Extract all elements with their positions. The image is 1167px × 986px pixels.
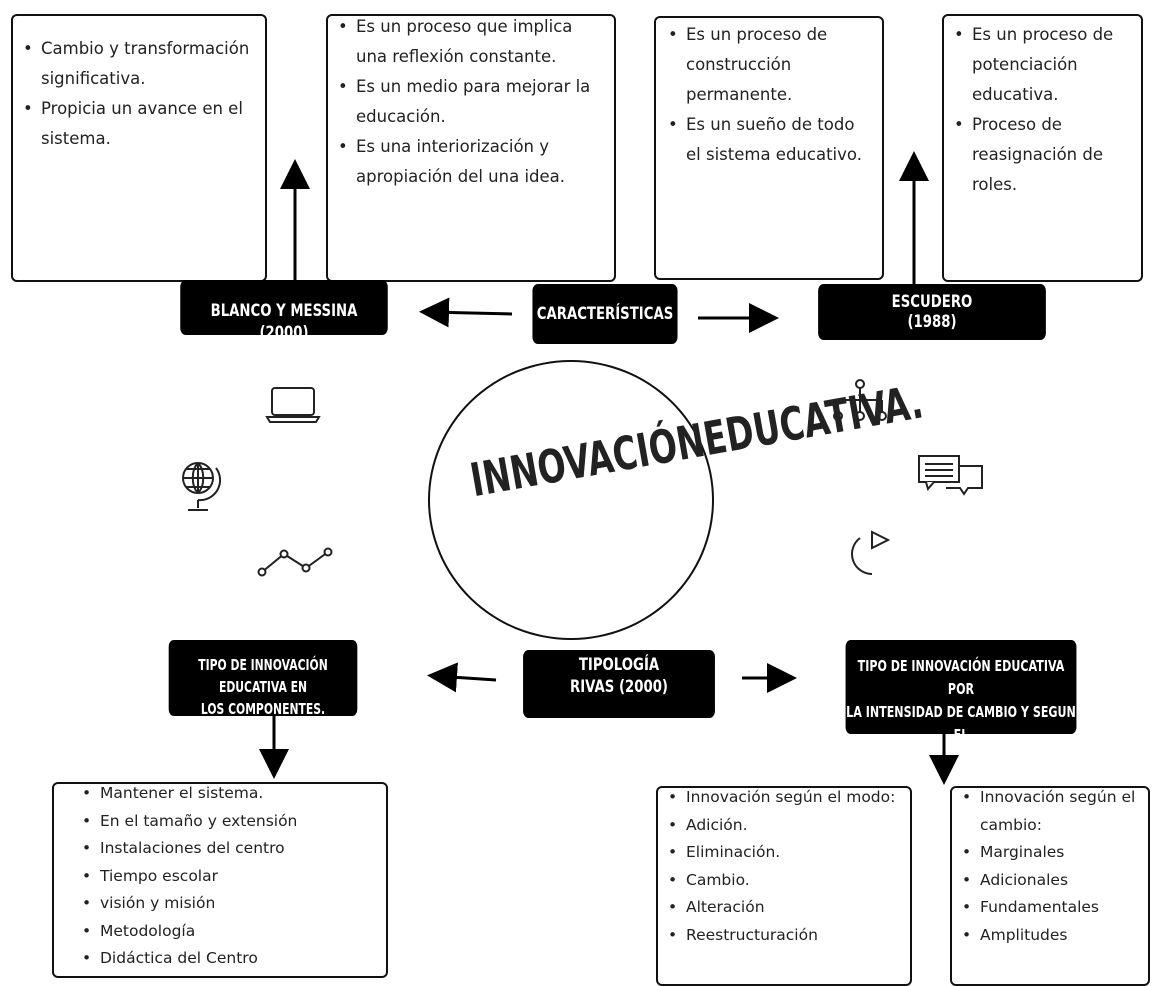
label-line: (2000): [259, 323, 309, 335]
list-item: En el tamaño y extensión: [76, 808, 380, 836]
componentes-box: Mantener el sistema.En el tamaño y exten…: [52, 782, 388, 978]
characteristics-list: Es un proceso que implica una reflexión …: [332, 12, 604, 192]
list-item: Innovación según el cambio:: [956, 784, 1144, 839]
blanco-characteristics-box: Cambio y transformación significativa.Pr…: [11, 14, 267, 282]
label-line: LA INTENSIDAD DE CAMBIO Y SEGUN EL: [846, 703, 1076, 734]
list-item: Es un sueño de todo el sistema educativo…: [662, 110, 864, 170]
list-item: Es un proceso de potenciación educativa.: [948, 20, 1135, 110]
modo-box: Innovación según el modo:Adición.Elimina…: [656, 786, 912, 986]
escudero-list-2: Es un proceso de potenciación educativa.…: [948, 20, 1135, 200]
label-line: LOS COMPONENTES.: [200, 700, 326, 716]
list-item: Innovación según el modo:: [662, 788, 906, 812]
list-item: Cambio y transformación significativa.: [17, 34, 255, 94]
intensidad-tag: TIPO DE INNOVACIÓN EDUCATIVA POR LA INTEN…: [845, 640, 1077, 734]
list-item: Mantener el sistema.: [76, 784, 380, 808]
list-item: Es una interiorización y apropiación del…: [332, 132, 604, 192]
list-item: Es un medio para mejorar la educación.: [332, 72, 604, 132]
hierarchy-icon: [833, 379, 887, 421]
globe-icon: [182, 462, 222, 511]
label-line: (1988): [907, 312, 957, 332]
label-line: TIPOLOGÍA: [578, 655, 660, 675]
laptop-icon: [265, 387, 321, 423]
center-circle: INNOVACIÓNEDUCATIVA.: [428, 360, 927, 640]
label-line: RIVAS (2000): [570, 677, 668, 697]
label-line: TIPO DE INNOVACIÓN EDUCATIVA EN: [198, 656, 328, 696]
list-item: Es un proceso que implica una reflexión …: [332, 12, 604, 72]
list-item: Marginales: [956, 839, 1144, 867]
cambio-box: Innovación según el cambio:MarginalesAdi…: [950, 784, 1150, 986]
escudero-box-2: Es un proceso de potenciación educativa.…: [942, 14, 1143, 282]
label-line: TIPO DE INNOVACIÓN EDUCATIVA POR: [857, 657, 1065, 698]
cambio-list: Innovación según el cambio:MarginalesAdi…: [956, 784, 1144, 949]
list-item: Metodología: [76, 918, 380, 946]
refresh-arrow-icon: [851, 530, 891, 575]
list-item: Amplitudes: [956, 922, 1144, 950]
list-item: Proceso de reasignación de roles.: [948, 110, 1135, 200]
arrow-to-componentes: [427, 662, 497, 693]
list-item: Fundamentales: [956, 894, 1144, 922]
chat-bubbles-icon: [918, 455, 983, 496]
label-line: CARACTERÍSTICAS: [536, 304, 674, 324]
escudero-tag: ESCUDERO(1988): [818, 284, 1046, 340]
general-characteristics-box: Es un proceso que implica una reflexión …: [326, 12, 616, 282]
arrow-to-blanco: [419, 297, 513, 328]
list-item: Tiempo escolar: [76, 863, 380, 891]
list-item: Reestructuración: [662, 922, 906, 950]
escudero-box-1: Es un proceso de construcción permanente…: [654, 16, 884, 280]
escudero-list-1: Es un proceso de construcción permanente…: [662, 20, 864, 170]
list-item: Eliminación.: [662, 839, 906, 867]
list-item: Cambio.: [662, 867, 906, 895]
list-item: Alteración: [662, 894, 906, 922]
list-item: Es un proceso de construcción permanente…: [662, 20, 864, 110]
list-item: Propicia un avance en el sistema.: [17, 94, 255, 154]
componentes-list: Mantener el sistema.En el tamaño y exten…: [76, 784, 380, 973]
blanco-list: Cambio y transformación significativa.Pr…: [17, 34, 255, 154]
list-item: Adicionales: [956, 867, 1144, 895]
label-line: ESCUDERO: [891, 292, 973, 312]
list-item: Adición.: [662, 812, 906, 840]
caracteristicas-tag: CARACTERÍSTICAS: [532, 284, 678, 344]
componentes-tag: TIPO DE INNOVACIÓN EDUCATIVA EN LOS COMPO…: [168, 640, 358, 716]
list-item: Didáctica del Centro: [76, 945, 380, 973]
modo-list: Innovación según el modo:Adición.Elimina…: [662, 788, 906, 950]
list-item: visión y misión: [76, 890, 380, 918]
blanco-messina-tag: BLANCO Y MESSINA (2000): [180, 280, 388, 335]
label-line: BLANCO Y MESSINA: [210, 301, 358, 321]
list-item: Instalaciones del centro: [76, 835, 380, 863]
line-chart-icon: [257, 547, 333, 577]
